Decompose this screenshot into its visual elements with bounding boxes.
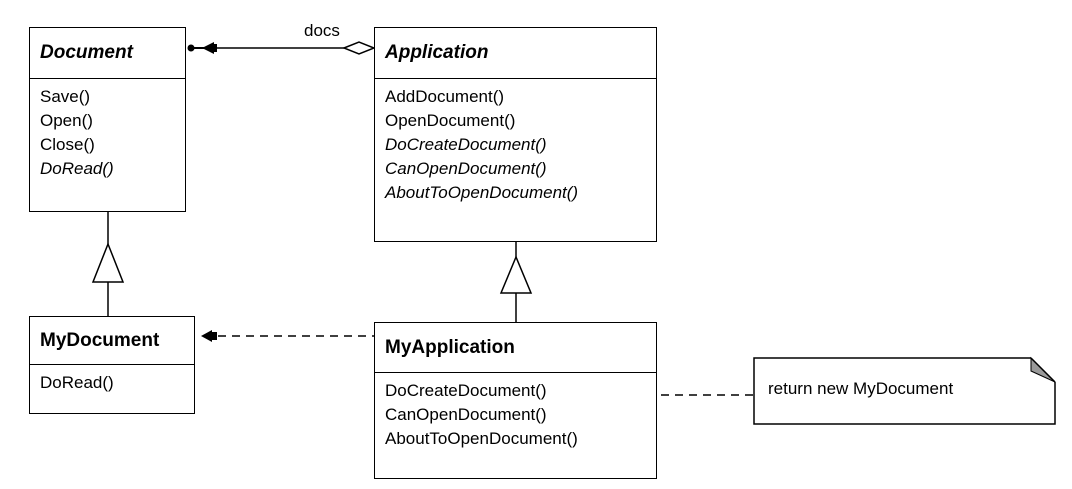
operation-open: Open() xyxy=(40,111,93,130)
myapplication-class-name: MyApplication xyxy=(375,323,656,373)
implementation-note: return new MyDocument xyxy=(754,358,1055,424)
dependency-arrowhead-icon xyxy=(201,330,217,342)
inheritance-triangle-icon xyxy=(91,241,125,283)
myapplication-operations: DoCreateDocument() CanOpenDocument() Abo… xyxy=(375,373,656,451)
application-class-name: Application xyxy=(375,28,656,79)
inheritance-triangle-icon xyxy=(499,255,533,294)
operation-abouttoopendocument: AboutToOpenDocument() xyxy=(385,429,578,448)
operation-save: Save() xyxy=(40,87,91,106)
myapplication-class: MyApplication DoCreateDocument() CanOpen… xyxy=(374,322,657,479)
mydocument-class: MyDocument DoRead() xyxy=(29,316,195,414)
note-text: return new MyDocument xyxy=(768,379,954,398)
document-class-name: Document xyxy=(30,28,185,79)
application-operations: AddDocument() OpenDocument() DoCreateDoc… xyxy=(375,79,656,205)
operation-docreatedocument: DoCreateDocument() xyxy=(385,135,547,154)
operation-canopendocument: CanOpenDocument() xyxy=(385,159,547,178)
operation-opendocument: OpenDocument() xyxy=(385,111,516,130)
operation-close: Close() xyxy=(40,135,95,154)
operation-doread: DoRead() xyxy=(40,373,114,392)
operation-adddocument: AddDocument() xyxy=(385,87,505,106)
mydocument-class-name: MyDocument xyxy=(30,317,194,365)
document-class: Document Save() Open() Close() DoRead() xyxy=(29,27,186,212)
operation-canopendocument: CanOpenDocument() xyxy=(385,405,547,424)
multiplicity-dot-icon xyxy=(187,42,217,54)
operation-abouttoopendocument: AboutToOpenDocument() xyxy=(385,183,579,202)
mydocument-operations: DoRead() xyxy=(30,365,194,395)
docs-association-label: docs xyxy=(304,21,340,40)
note-shape xyxy=(753,356,1056,425)
aggregation-diamond xyxy=(341,41,377,55)
operation-docreatedocument: DoCreateDocument() xyxy=(385,381,547,400)
document-operations: Save() Open() Close() DoRead() xyxy=(30,79,185,181)
application-class: Application AddDocument() OpenDocument()… xyxy=(374,27,657,242)
operation-doread: DoRead() xyxy=(40,159,114,178)
